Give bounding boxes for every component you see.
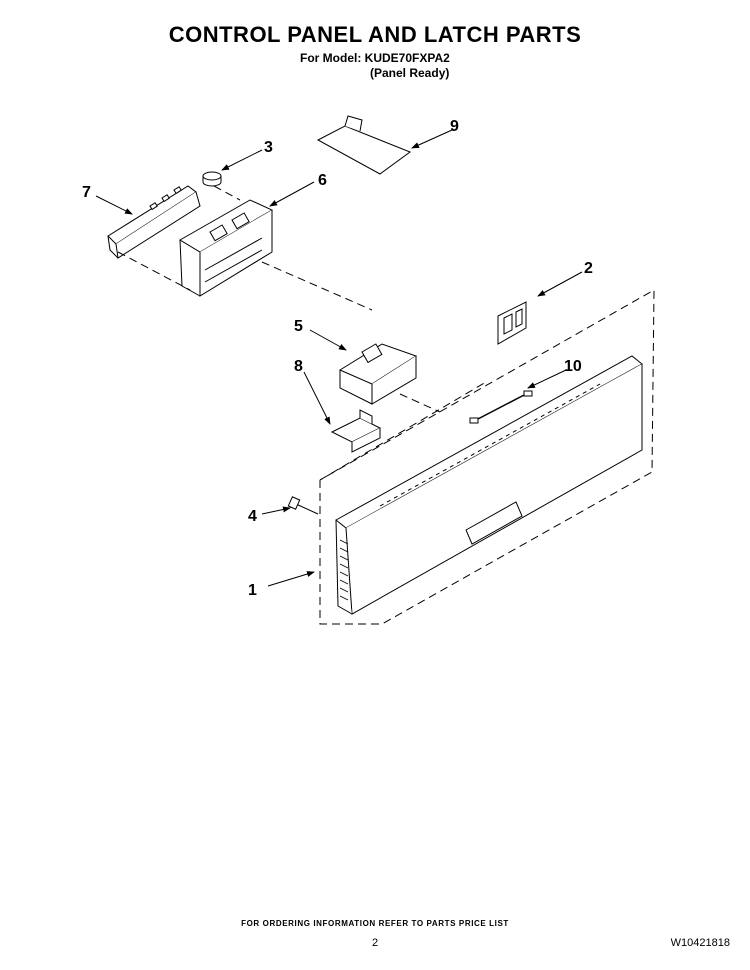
callout-arrows [95,129,583,587]
callout-9: 9 [450,118,459,135]
callout-2: 2 [584,260,593,277]
part-7-control-board [107,185,201,259]
part-3-actuator [202,171,222,187]
part-9-shield [316,115,412,175]
part-5-latch [338,343,418,405]
callout-6: 6 [318,172,327,189]
variant-line: (Panel Ready) [370,66,450,80]
callout-8: 8 [294,358,303,375]
page-number: 2 [371,937,379,949]
callout-5: 5 [294,318,303,335]
part-8-latch-cover [330,409,382,453]
callout-7: 7 [82,184,91,201]
callout-labels: 1 2 3 4 5 6 7 8 9 10 [82,118,593,599]
callout-1: 1 [248,582,257,599]
callout-3: 3 [264,139,273,156]
part-10-harness [469,390,533,424]
callout-4: 4 [248,508,257,525]
page-title: CONTROL PANEL AND LATCH PARTS [168,22,582,47]
doc-number: W10421818 [670,937,730,949]
assembly-lines [117,185,655,625]
part-4-screw [287,496,319,515]
part-1-control-panel [335,355,643,615]
callout-10: 10 [564,358,582,375]
ordering-info: FOR ORDERING INFORMATION REFER TO PARTS … [241,919,509,928]
model-line: For Model: KUDE70FXPA2 [300,51,450,65]
part-6-control-housing [179,199,274,297]
part-2-bracket [497,301,527,345]
